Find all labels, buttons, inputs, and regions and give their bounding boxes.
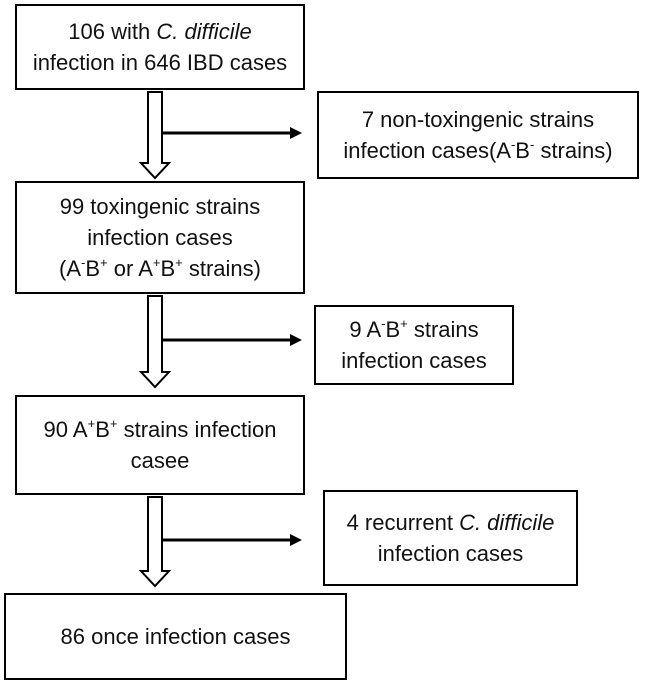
side-arrow-3 bbox=[162, 534, 302, 546]
side2-line1: 9 A-B+ strains bbox=[349, 314, 478, 345]
box2-line3: (A-B+ or A+B+ strains) bbox=[59, 253, 261, 284]
box-c-difficile-infection: 106 with C. difficile infection in 646 I… bbox=[15, 4, 305, 90]
box1-text-pre: 106 with bbox=[68, 19, 157, 44]
side2-pre: 9 A bbox=[349, 317, 382, 342]
side2-post: strains bbox=[407, 317, 479, 342]
box2-close: strains) bbox=[182, 256, 261, 281]
side2-b: B bbox=[385, 317, 401, 342]
down-arrow-3 bbox=[138, 496, 172, 588]
box2-line2: infection cases bbox=[87, 225, 233, 250]
side1-sup-a: - bbox=[510, 136, 516, 152]
box3-pre: 90 A bbox=[43, 417, 88, 442]
side3-line2: infection cases bbox=[377, 541, 524, 566]
box3-sup-a: + bbox=[87, 415, 96, 431]
side1-sup-b: - bbox=[529, 136, 535, 152]
side2-sup-b: + bbox=[400, 315, 408, 331]
box2-b1: B bbox=[85, 256, 101, 281]
down-arrow-1 bbox=[138, 91, 172, 180]
side2-sup-a: - bbox=[381, 315, 386, 331]
box2-open: (A bbox=[59, 256, 81, 281]
box3-sup-b: + bbox=[109, 415, 118, 431]
box2-line1: 99 toxingenic strains bbox=[59, 194, 261, 219]
box-non-toxigenic-strains: 7 non-toxingenic strains infection cases… bbox=[317, 91, 639, 179]
box-toxigenic-strains: 99 toxingenic strains infection cases (A… bbox=[15, 181, 305, 294]
box2-sup2: + bbox=[100, 254, 108, 270]
side3-species-name: C. difficile bbox=[459, 510, 555, 535]
box4-line1: 86 once infection cases bbox=[60, 624, 291, 649]
box2-sup1: - bbox=[81, 254, 86, 270]
side1-text-post: strains) bbox=[534, 138, 613, 163]
box-once-infection: 86 once infection cases bbox=[4, 593, 347, 680]
box1-line1: 106 with C. difficile bbox=[68, 16, 251, 47]
box2-or: or A bbox=[107, 256, 153, 281]
box3-line2: casee bbox=[130, 448, 190, 473]
side-arrow-1 bbox=[162, 127, 302, 139]
side-arrow-2 bbox=[162, 334, 302, 346]
side3-line1: 4 recurrent C. difficile bbox=[347, 507, 555, 538]
box-recurrent-infection: 4 recurrent C. difficile infection cases bbox=[323, 490, 578, 586]
down-arrow-2 bbox=[138, 295, 172, 389]
box-a-minus-b-plus: 9 A-B+ strains infection cases bbox=[314, 305, 514, 385]
side2-line2: infection cases bbox=[341, 348, 487, 373]
side1-line1: 7 non-toxingenic strains bbox=[361, 107, 595, 132]
box3-b: B bbox=[95, 417, 110, 442]
side1-text-pre: infection cases(A bbox=[343, 138, 511, 163]
box3-line1: 90 A+B+ strains infection bbox=[44, 414, 277, 445]
side1-toxin-b: B bbox=[515, 138, 530, 163]
side1-line2: infection cases(A-B- strains) bbox=[343, 135, 612, 166]
box2-b2: B bbox=[160, 256, 176, 281]
box1-species-name: C. difficile bbox=[156, 19, 252, 44]
box2-sup4: + bbox=[175, 254, 183, 270]
box1-line2: infection in 646 IBD cases bbox=[32, 50, 288, 75]
box3-post: strains infection bbox=[117, 417, 277, 442]
box-a-plus-b-plus: 90 A+B+ strains infection casee bbox=[15, 395, 305, 495]
side3-pre: 4 recurrent bbox=[346, 510, 460, 535]
box2-sup3: + bbox=[152, 254, 161, 270]
